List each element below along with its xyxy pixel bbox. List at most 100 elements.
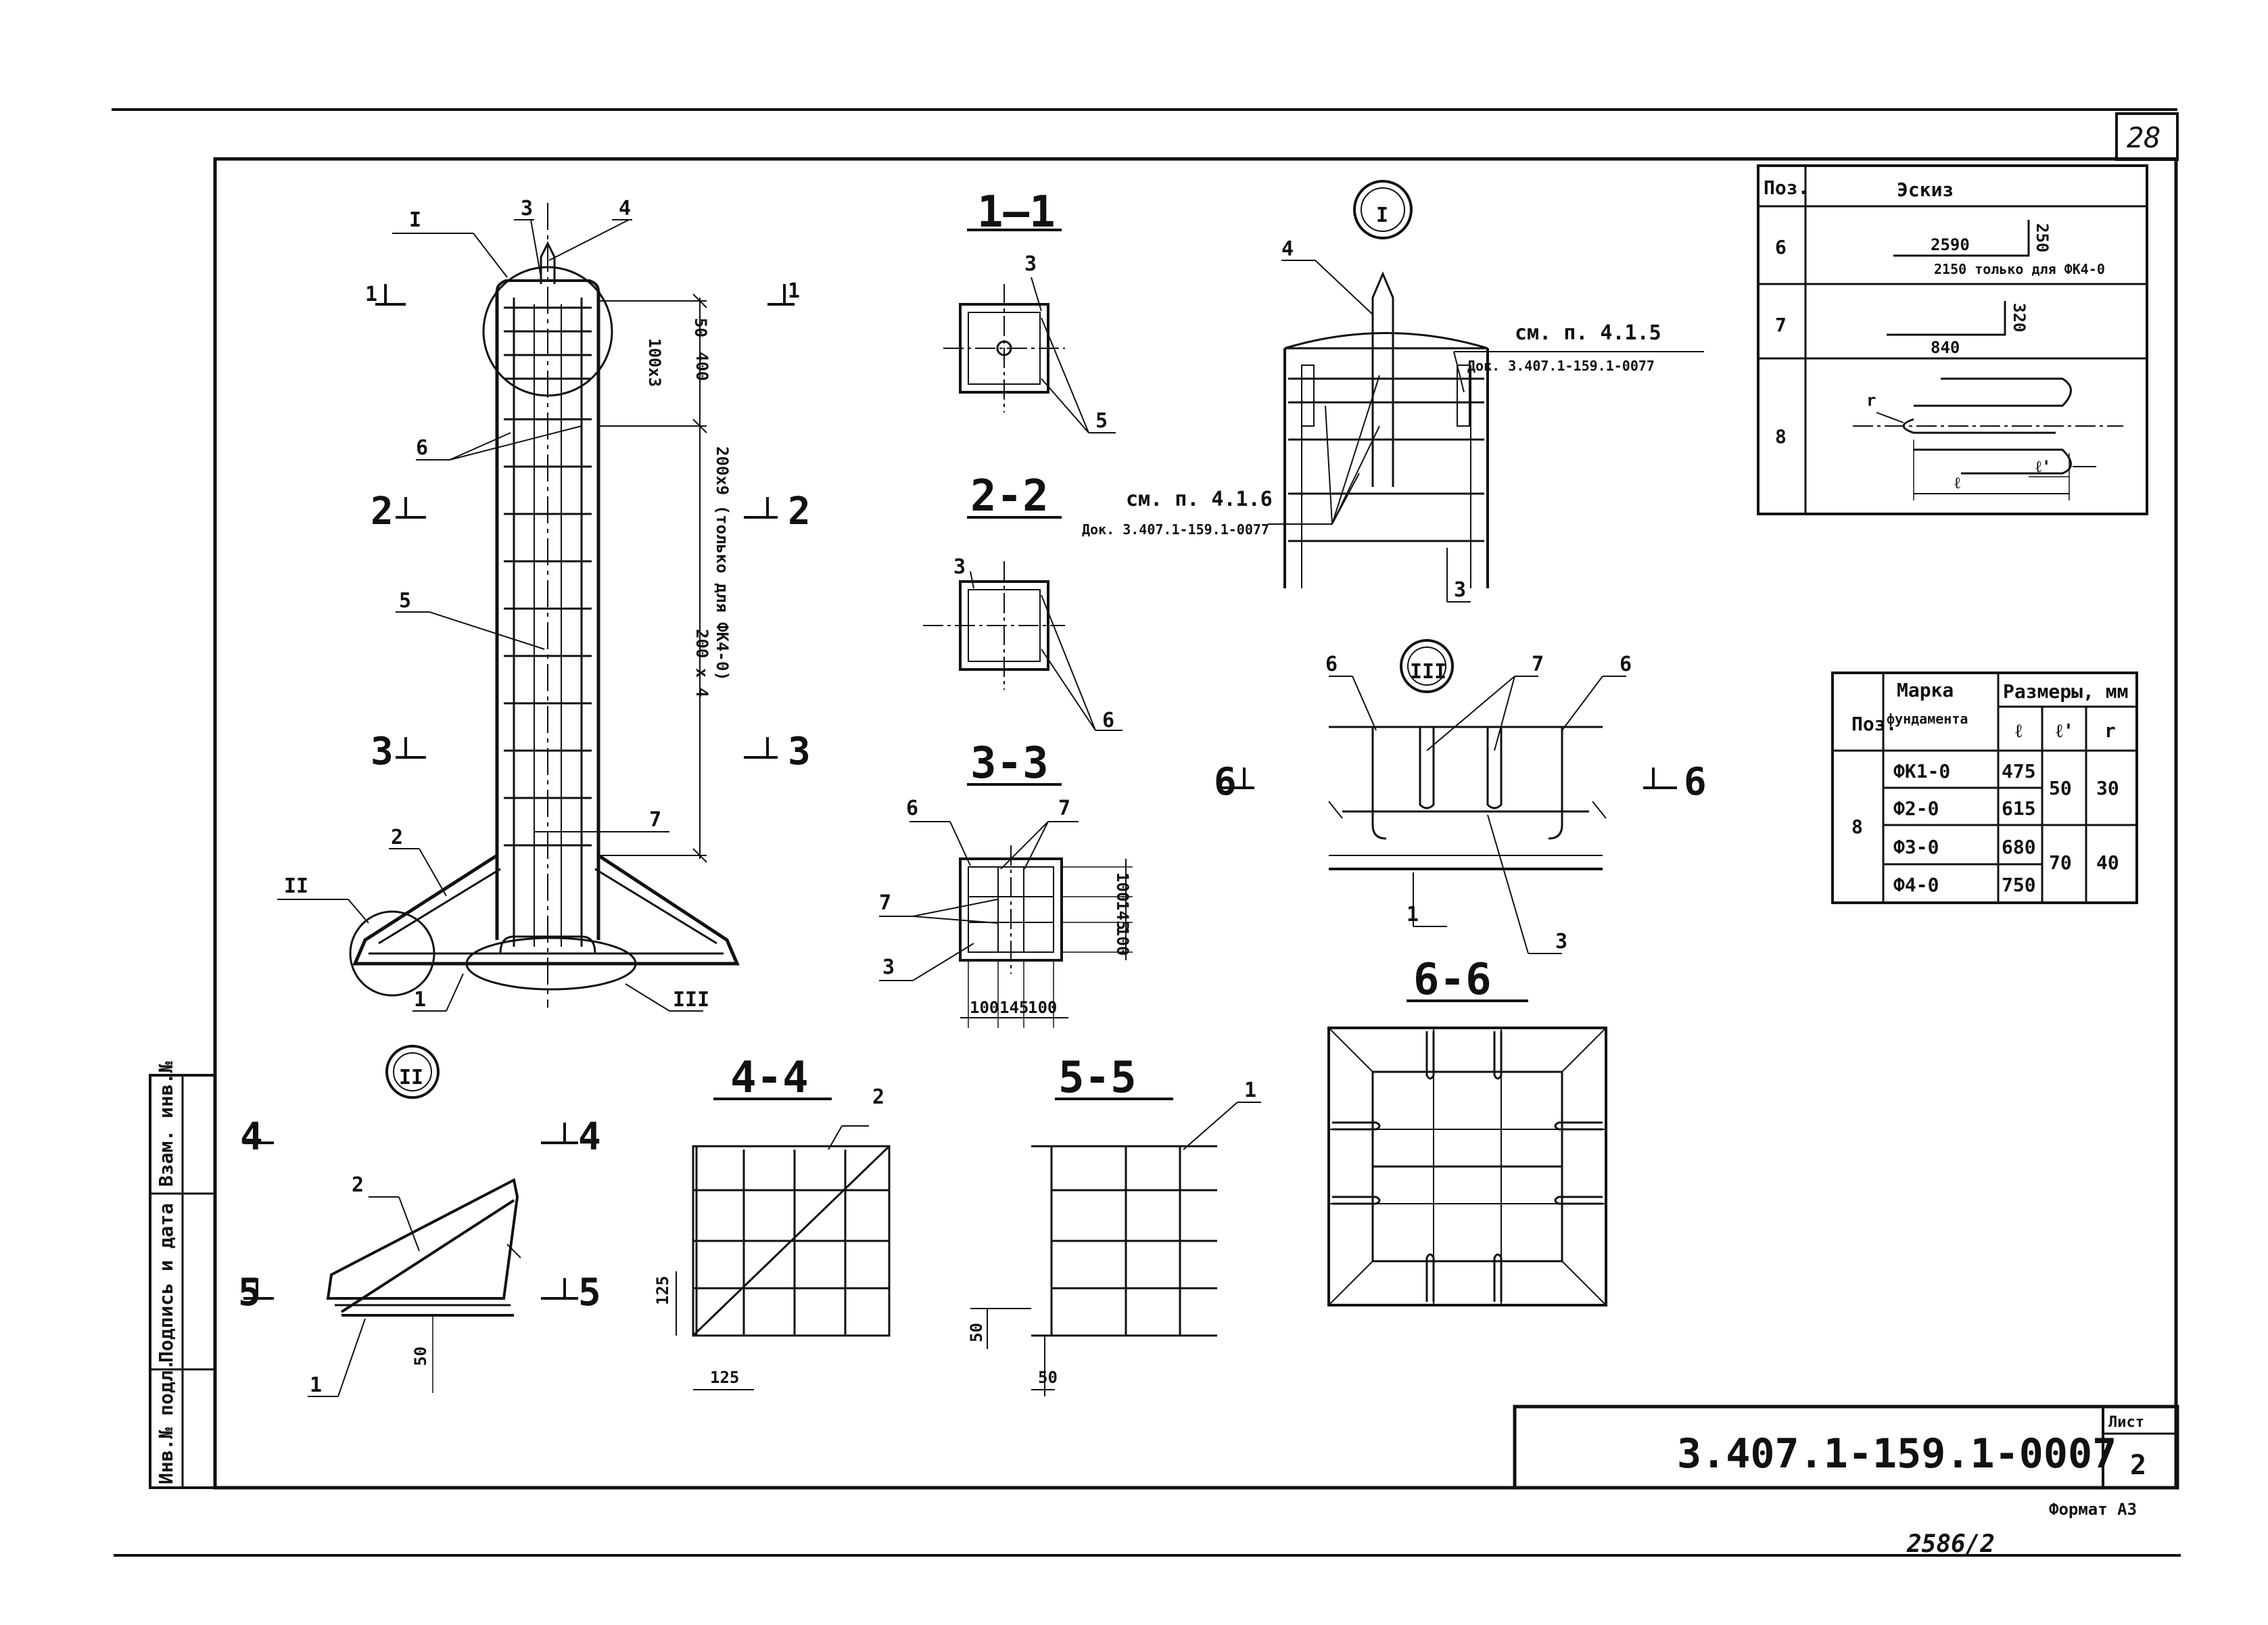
dim-145-b: 145	[999, 998, 1029, 1017]
dims-r-a: 30	[2096, 777, 2119, 799]
node-I-pos-3: 3	[1454, 578, 1466, 602]
section-2-2-pos-6: 6	[1102, 709, 1114, 732]
sheet-value: 2	[2130, 1450, 2146, 1481]
dims-table-h-mark-1: Марка	[1897, 679, 1954, 701]
section-1-1-pos-3: 3	[1024, 252, 1037, 276]
section-4-4	[676, 1098, 891, 1390]
dim-200x9: 200x9 (только для ФК4-0)	[713, 446, 732, 681]
node-I-note-415-a: см. п. 4.1.5	[1515, 321, 1661, 345]
sketch-row-8-r: r	[1866, 391, 1876, 410]
dims-row-2-mark: Ф2-0	[1893, 797, 1939, 820]
node-III-pos-6b: 6	[1620, 653, 1632, 676]
sketch-row-6-pos: 6	[1775, 236, 1787, 258]
section-4-4-dim-125-v: 125	[653, 1276, 672, 1305]
node-III	[1217, 639, 1677, 954]
section-2-2-pos-3: 3	[953, 555, 966, 579]
main-pos-7: 7	[649, 808, 661, 832]
dims-row-3-l: 680	[2002, 836, 2036, 858]
section-1-1	[943, 229, 1116, 433]
section-3-3-pos-6: 6	[906, 797, 918, 820]
document-code: 3.407.1-159.1-0007	[1677, 1430, 2117, 1478]
node-II-pos-1: 1	[310, 1373, 322, 1397]
section-3-3-title: 3-3	[970, 738, 1049, 788]
dims-row-2-l: 615	[2002, 797, 2036, 820]
node-II-cut-4-left: 4	[240, 1115, 263, 1159]
dims-table-h-l: ℓ	[2015, 720, 2023, 742]
cut-2-right: 2	[788, 490, 811, 534]
dims-r-b: 40	[2096, 851, 2119, 874]
node-I-note-415-b: Док. 3.407.1-159.1-0077	[1467, 358, 1655, 374]
main-pos-3: 3	[521, 197, 533, 220]
node-III-cut-6-right: 6	[1684, 760, 1707, 804]
callout-I: I	[409, 208, 421, 232]
main-pos-5: 5	[399, 589, 411, 613]
sketch-row-6-note: 2150 только для ФК4-0	[1934, 261, 2105, 277]
node-III-pos-7: 7	[1532, 653, 1544, 676]
dim-145-r: 145	[1113, 901, 1132, 930]
dim-100-b2: 100	[1028, 998, 1057, 1017]
page-number: 28	[2127, 121, 2161, 154]
node-I-pos-4: 4	[1281, 237, 1294, 261]
main-pos-4: 4	[619, 197, 631, 220]
node-II-dim-50: 50	[411, 1346, 430, 1366]
sketch-row-7-side: 320	[2010, 303, 2029, 332]
main-pos-2: 2	[391, 826, 403, 849]
section-4-4-dim-125-h: 125	[710, 1368, 739, 1387]
side-stamp-sign: Подпись и дата	[155, 1203, 177, 1363]
section-2-2	[923, 516, 1123, 731]
side-stamp: Инв.№ подл. Подпись и дата Взам. инв.№	[155, 1061, 177, 1484]
cut-1-right: 1	[788, 279, 800, 303]
section-4-4-pos-2: 2	[872, 1085, 884, 1109]
dims-row-4-l: 750	[2002, 874, 2036, 896]
dims-row-1-mark: ФК1-0	[1893, 760, 1950, 782]
sheet-frame	[112, 108, 2181, 1557]
section-5-5-dim-50-v: 50	[967, 1323, 986, 1342]
dims-table-h-l1: ℓ'	[2056, 720, 2074, 742]
section-5-5-pos-1: 1	[1244, 1079, 1256, 1102]
section-3-3-pos-7b: 7	[879, 891, 891, 915]
node-II-title: II	[399, 1066, 423, 1089]
node-III-pos-6a: 6	[1325, 653, 1338, 676]
dim-100x3: 100x3	[645, 338, 664, 387]
node-I	[1268, 180, 1704, 603]
sketch-row-7-dim: 840	[1931, 338, 1960, 357]
section-6-6-title: 6-6	[1413, 955, 1492, 1005]
dims-row-3-mark: Ф3-0	[1893, 836, 1939, 858]
dims-table-h-mark-2: фундамента	[1887, 711, 1968, 727]
node-II-pos-2: 2	[352, 1173, 364, 1197]
cut-2-left: 2	[371, 490, 394, 534]
dims-table	[1831, 672, 2138, 904]
section-5-5	[970, 1098, 1261, 1396]
node-III-pos-3: 3	[1555, 930, 1567, 953]
section-1-1-pos-5: 5	[1095, 409, 1108, 433]
dim-200x4: 200 x 4	[692, 629, 711, 697]
side-stamp-inv: Инв.№ подл.	[155, 1359, 177, 1484]
sketch-row-8-l: ℓ	[1954, 473, 1960, 492]
node-III-cut-6-left: 6	[1214, 760, 1237, 804]
main-pos-1: 1	[414, 988, 426, 1012]
section-5-5-title: 5-5	[1058, 1053, 1137, 1103]
dim-50: 50	[691, 318, 710, 337]
node-II-cut-5-right: 5	[578, 1271, 601, 1315]
dims-l1-b: 70	[2049, 851, 2072, 874]
sketch-row-8-l1: ℓ'	[2035, 457, 2051, 476]
section-5-5-dim-50-h: 50	[1038, 1368, 1058, 1387]
section-4-4-title: 4-4	[730, 1053, 809, 1103]
cut-3-left: 3	[371, 730, 394, 774]
main-view-labels: I 3 4 1 1 50 100x3 400 6 2 2 5 200 x 4 2…	[284, 197, 811, 1012]
sketch-row-7-pos: 7	[1775, 314, 1787, 336]
dim-100-r2: 100	[1113, 926, 1132, 956]
section-2-2-title: 2-2	[970, 471, 1049, 521]
section-3-3	[879, 783, 1133, 1028]
sketch-table-header-pos: Поз.	[1764, 176, 1809, 199]
cut-3-right: 3	[788, 730, 811, 774]
node-I-title: I	[1376, 204, 1388, 227]
callout-III: III	[673, 988, 709, 1012]
dims-table-h-pos: Поз.	[1851, 713, 1897, 735]
node-II-cut-5-left: 5	[238, 1271, 261, 1315]
main-pos-6: 6	[416, 436, 428, 460]
section-3-3-pos-3: 3	[882, 956, 895, 979]
section-6-6	[1327, 999, 1607, 1306]
sketch-table	[1757, 164, 2148, 515]
